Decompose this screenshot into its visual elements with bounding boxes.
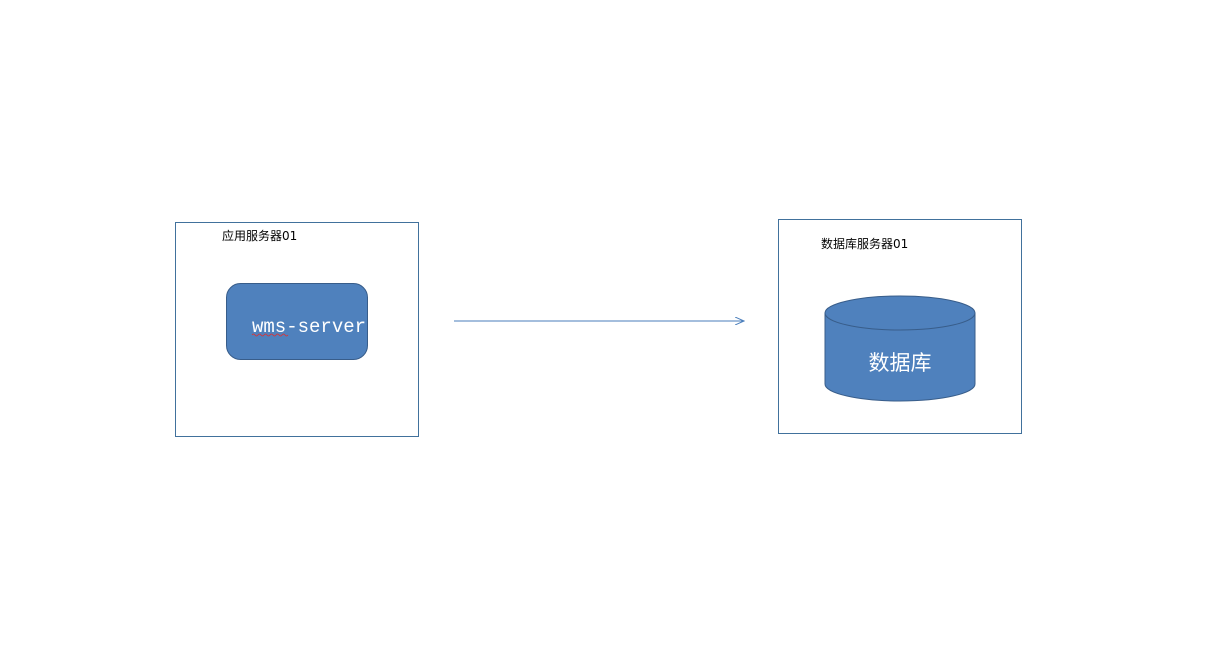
app-server-box[interactable]: 应用服务器01 wms-server [175, 222, 419, 437]
database-cylinder-icon[interactable]: 数据库 [824, 295, 976, 402]
app-server-title: 应用服务器01 [222, 228, 297, 243]
wms-server-node[interactable]: wms-server [226, 283, 368, 360]
db-server-box[interactable]: 数据库服务器01 数据库 [778, 219, 1022, 434]
db-server-title: 数据库服务器01 [821, 236, 908, 251]
wms-server-label: wms-server [252, 316, 366, 338]
database-label: 数据库 [869, 351, 932, 375]
spellcheck-underline [251, 333, 289, 337]
